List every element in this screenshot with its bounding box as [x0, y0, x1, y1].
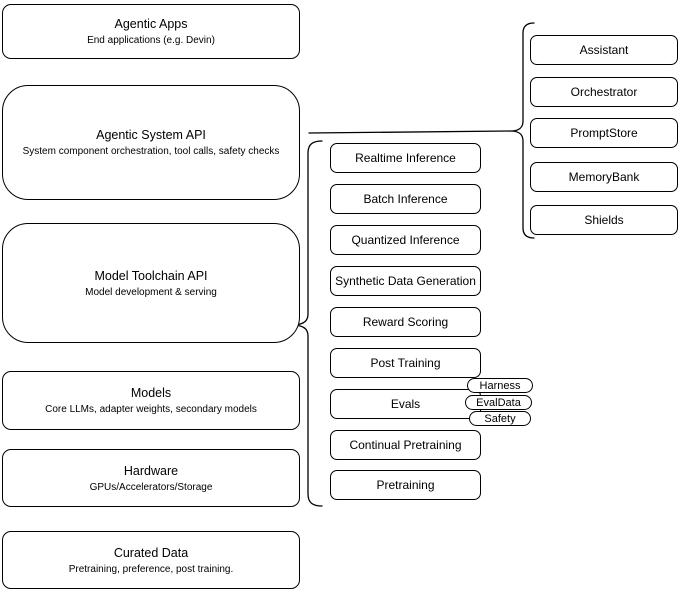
component-box-promptstore: PromptStore — [530, 118, 678, 148]
service-label: Continual Pretraining — [349, 438, 462, 452]
component-label: Assistant — [579, 43, 629, 57]
service-label: Synthetic Data Generation — [335, 274, 476, 288]
component-box-assistant: Assistant — [530, 35, 678, 65]
service-label: Quantized Inference — [351, 233, 460, 247]
service-box-realtime-inference: Realtime Inference — [330, 143, 481, 173]
box-subtitle: System component orchestration, tool cal… — [22, 146, 280, 157]
box-subtitle: Model development & serving — [85, 286, 217, 298]
box-hardware: Hardware GPUs/Accelerators/Storage — [2, 449, 300, 507]
component-box-orchestrator: Orchestrator — [530, 77, 678, 107]
box-title: Agentic System API — [96, 128, 206, 142]
box-title: Model Toolchain API — [94, 268, 208, 283]
service-label: Evals — [390, 397, 421, 411]
tag-label: Harness — [479, 379, 521, 392]
box-title: Curated Data — [113, 545, 189, 560]
service-box-pretraining: Pretraining — [330, 470, 481, 500]
box-title: Hardware — [123, 463, 179, 478]
box-agentic-system-api: Agentic System API System component orch… — [2, 85, 300, 200]
component-box-memorybank: MemoryBank — [530, 162, 678, 192]
tag-label: EvalData — [476, 396, 521, 409]
component-label: PromptStore — [570, 126, 638, 140]
component-label: Orchestrator — [570, 85, 638, 99]
service-box-synthetic-data-generation: Synthetic Data Generation — [330, 266, 481, 296]
box-curated-data: Curated Data Pretraining, preference, po… — [2, 531, 300, 589]
service-box-batch-inference: Batch Inference — [330, 184, 481, 214]
tag-evaldata: EvalData — [465, 395, 532, 410]
component-label: MemoryBank — [568, 170, 640, 184]
tag-harness: Harness — [467, 378, 533, 393]
box-subtitle: Core LLMs, adapter weights, secondary mo… — [45, 404, 257, 415]
box-model-toolchain-api: Model Toolchain API Model development & … — [2, 223, 300, 343]
service-label: Post Training — [370, 356, 441, 370]
service-box-reward-scoring: Reward Scoring — [330, 307, 481, 337]
box-title: Models — [130, 386, 172, 400]
box-subtitle: Pretraining, preference, post training. — [68, 563, 234, 575]
box-models: Models Core LLMs, adapter weights, secon… — [2, 371, 300, 430]
service-label: Realtime Inference — [355, 151, 456, 165]
service-label: Batch Inference — [363, 192, 448, 206]
box-subtitle: GPUs/Accelerators/Storage — [89, 481, 213, 493]
component-box-shields: Shields — [530, 205, 678, 235]
service-box-quantized-inference: Quantized Inference — [330, 225, 481, 255]
service-label: Pretraining — [376, 478, 435, 492]
service-box-post-training: Post Training — [330, 348, 481, 378]
service-box-continual-pretraining: Continual Pretraining — [330, 430, 481, 460]
service-box-evals: Evals — [330, 389, 481, 419]
tag-label: Safety — [484, 412, 516, 425]
box-title: Agentic Apps — [114, 17, 188, 31]
box-subtitle: End applications (e.g. Devin) — [87, 35, 215, 46]
system-api-connector-line — [308, 130, 513, 134]
service-label: Reward Scoring — [362, 315, 449, 329]
tag-safety: Safety — [469, 411, 531, 426]
box-agentic-apps: Agentic Apps End applications (e.g. Devi… — [2, 4, 300, 59]
component-label: Shields — [584, 213, 624, 227]
